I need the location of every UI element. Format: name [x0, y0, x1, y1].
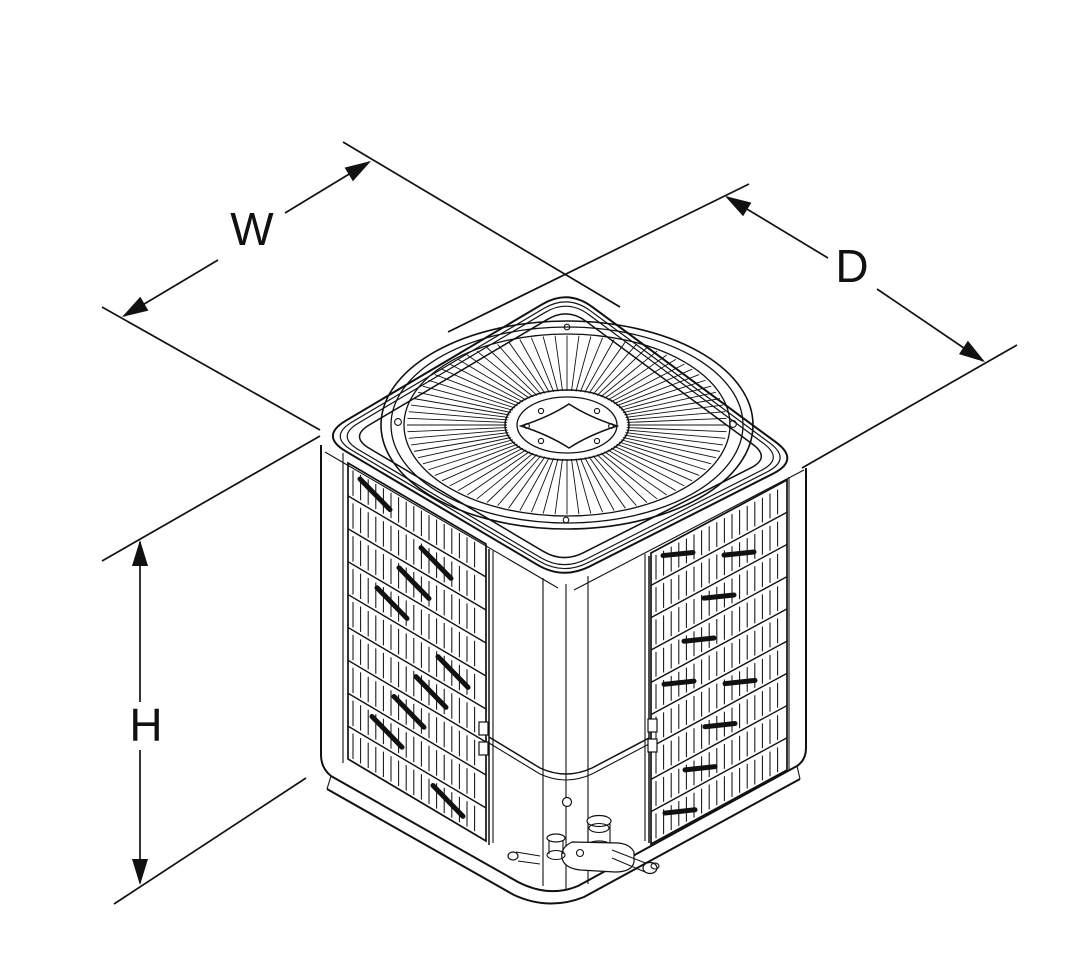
depth-label: D — [835, 240, 868, 292]
hub-bolt — [593, 437, 601, 445]
valve-cap — [586, 814, 612, 828]
fan-hub-mount — [518, 403, 620, 449]
hub-bolt — [593, 407, 601, 415]
height-extension-line-bottom — [113, 777, 307, 905]
valve-manifold — [561, 841, 635, 873]
hub-bolt — [537, 407, 545, 415]
left-wall-top-edge — [324, 451, 559, 589]
height-dimension-annotation: H — [101, 435, 321, 905]
right-wall-top-edge — [573, 469, 805, 591]
dimension-arrowhead — [132, 540, 148, 566]
height-extension-line-top — [101, 435, 321, 562]
panel-screw — [561, 796, 573, 808]
fan-grille — [380, 320, 754, 530]
panel-hinge — [478, 721, 489, 736]
top-cap — [331, 296, 789, 574]
panel-hinge — [647, 718, 658, 733]
width-extension-line-far — [101, 306, 321, 431]
front-access-panel — [478, 549, 658, 889]
hub-clover-plate — [518, 403, 620, 449]
panel-hinge — [478, 741, 489, 756]
left-louver-panel — [347, 461, 487, 843]
height-label: H — [129, 699, 162, 751]
width-label: W — [230, 203, 274, 255]
right-corner-post — [788, 468, 807, 770]
condenser-unit-drawing — [320, 296, 807, 905]
dimension-arrowhead — [959, 340, 985, 362]
left-corner-post — [320, 445, 344, 777]
line-set-stub — [611, 849, 649, 873]
dimension-arrowhead — [725, 196, 752, 217]
dimension-arrowhead — [132, 859, 148, 885]
panel-hinge — [647, 738, 658, 753]
panel-split-line — [488, 736, 650, 775]
base-rail — [326, 765, 801, 905]
top-deck-screws — [394, 323, 737, 524]
dimension-arrowhead — [122, 296, 149, 317]
width-extension-line-near — [342, 141, 621, 308]
right-louver-panel — [650, 478, 788, 846]
hub-bolt — [537, 437, 545, 445]
service-valves — [507, 814, 660, 875]
depth-dimension-annotation: D — [447, 183, 1018, 469]
depth-extension-line-near — [447, 183, 750, 333]
hub-bolt — [524, 423, 530, 429]
valve-cap-small — [546, 833, 566, 843]
dimension-arrowhead — [344, 161, 371, 182]
hub-bolt — [608, 423, 614, 429]
width-dimension-annotation: W — [101, 141, 621, 431]
depth-extension-line-far — [801, 344, 1018, 469]
